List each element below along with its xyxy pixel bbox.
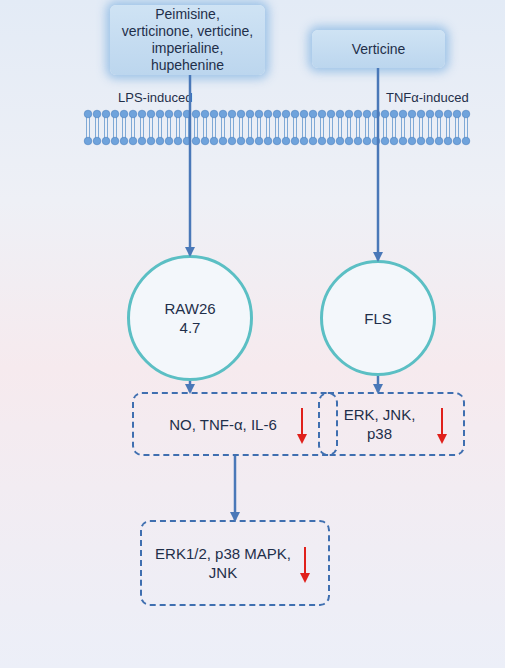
stimulus-label: TNFα-induced (386, 90, 469, 105)
node-text: NO, TNF-α, IL-6 (169, 415, 277, 434)
cell-circle: FLS (320, 260, 436, 376)
node-text: FLS (364, 309, 392, 328)
compound-box: Verticine (312, 30, 445, 68)
effect-box: ERK, JNK, p38 (318, 392, 465, 456)
decrease-arrow (435, 406, 449, 446)
decrease-arrow (298, 545, 312, 585)
flow-arrow (189, 381, 192, 392)
compound-box: Peimisine, verticinone, verticine, imper… (110, 5, 265, 75)
node-text: Verticine (352, 41, 406, 58)
flow-arrow (189, 75, 192, 255)
node-text: Peimisine, verticinone, verticine, imper… (118, 6, 257, 74)
cell-circle: RAW26 4.7 (127, 255, 253, 381)
lipid-bilayer (84, 110, 470, 145)
node-text: RAW26 4.7 (164, 299, 216, 337)
node-text: ERK1/2, p38 MAPK, JNK (154, 544, 292, 582)
effect-box: NO, TNF-α, IL-6 (132, 392, 338, 456)
effect-box: ERK1/2, p38 MAPK, JNK (140, 520, 330, 606)
stimulus-label: LPS-induced (118, 90, 192, 105)
flow-arrow (234, 456, 237, 520)
flow-arrow (377, 376, 380, 392)
decrease-arrow (295, 406, 309, 446)
flow-arrow (377, 68, 380, 260)
node-text: ERK, JNK, p38 (332, 405, 427, 443)
